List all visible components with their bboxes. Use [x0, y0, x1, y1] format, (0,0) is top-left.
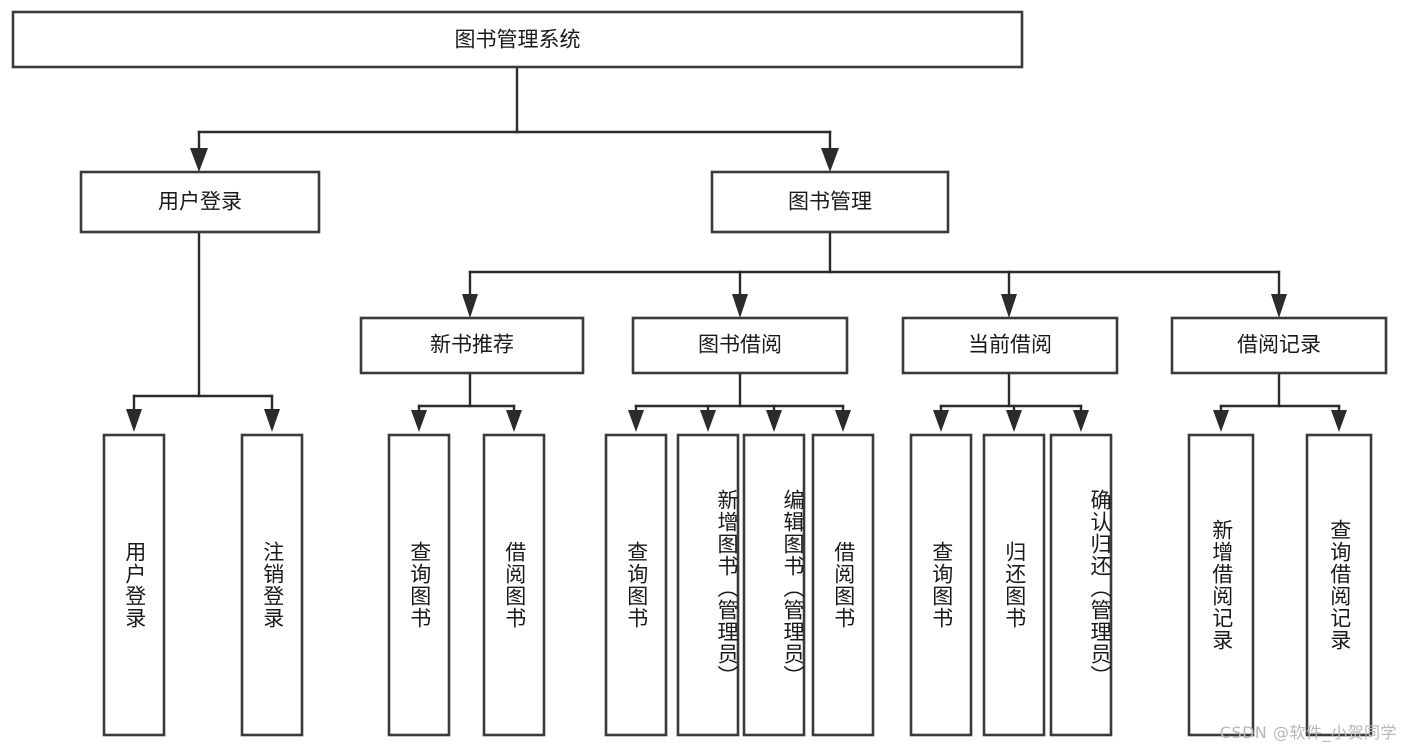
- arrow-to-leaf-user-logout: [264, 409, 280, 432]
- arrow-to-leaf-query-record: [1331, 410, 1347, 432]
- arrow-to-leaf-add-book: [700, 410, 716, 432]
- arrow-to-new-book-recommend: [462, 294, 478, 318]
- arrow-to-leaf-add-record: [1213, 410, 1229, 432]
- node-box-current-borrow[interactable]: [901, 316, 1119, 375]
- node-box-book-borrow[interactable]: [631, 316, 849, 375]
- node-box-leaf-borrow-book-bor[interactable]: [811, 433, 875, 737]
- node-label-new-book-recommend: 新书推荐: [430, 334, 514, 357]
- node-box-leaf-borrow-book-rec[interactable]: [482, 433, 546, 737]
- arrow-to-book-manage: [821, 148, 839, 172]
- node-box-leaf-user-logout[interactable]: [240, 433, 304, 737]
- arrow-to-leaf-edit-book: [766, 410, 782, 432]
- csdn-watermark: CSDN @软件_小贺同学: [1219, 723, 1397, 742]
- arrow-to-leaf-query-book-bor: [628, 410, 644, 432]
- arrow-to-leaf-confirm-return: [1073, 410, 1089, 432]
- node-box-leaf-query-book-cur[interactable]: [909, 433, 973, 737]
- node-box-leaf-return-book[interactable]: [982, 433, 1046, 737]
- node-box-leaf-query-book-bor[interactable]: [604, 433, 668, 737]
- arrow-to-current-borrow: [1001, 294, 1017, 318]
- node-box-leaf-add-record[interactable]: [1187, 433, 1255, 737]
- arrow-to-leaf-query-book-cur: [933, 410, 949, 432]
- connector-edges: [126, 65, 1347, 432]
- arrow-to-leaf-query-book-rec: [411, 410, 427, 432]
- node-box-new-book-recommend[interactable]: [359, 316, 585, 375]
- node-box-leaf-confirm-return[interactable]: [1049, 433, 1113, 737]
- node-label-user-login: 用户登录: [158, 191, 242, 214]
- node-box-book-manage[interactable]: [710, 170, 950, 234]
- node-box-leaf-query-book-rec[interactable]: [387, 433, 451, 737]
- node-box-user-login[interactable]: [79, 170, 321, 234]
- node-box-leaf-add-book[interactable]: [676, 433, 740, 737]
- node-label-root: 图书管理系统: [455, 29, 581, 52]
- node-box-leaf-query-record[interactable]: [1305, 433, 1373, 737]
- node-box-leaf-user-login[interactable]: [102, 433, 166, 737]
- node-box-borrow-record[interactable]: [1170, 316, 1388, 375]
- arrow-to-book-borrow: [732, 294, 748, 318]
- arrow-to-leaf-return-book: [1006, 410, 1022, 432]
- node-label-borrow-record: 借阅记录: [1237, 334, 1321, 357]
- arrow-to-borrow-record: [1271, 294, 1287, 318]
- arrow-to-leaf-user-login: [126, 409, 142, 432]
- arrow-to-leaf-borrow-book-rec: [506, 410, 522, 432]
- node-label-current-borrow: 当前借阅: [968, 334, 1052, 357]
- node-box-root[interactable]: [11, 10, 1024, 69]
- node-boxes: 图书管理系统 用户登录 图书管理 新书推荐 图书借阅 当前借阅 借阅记录: [11, 10, 1388, 737]
- node-label-book-borrow: 图书借阅: [698, 334, 782, 357]
- node-box-leaf-edit-book[interactable]: [742, 433, 806, 737]
- node-label-book-manage: 图书管理: [788, 191, 872, 214]
- arrow-to-user-login: [190, 148, 208, 172]
- arrow-to-leaf-borrow-book-bor: [835, 410, 851, 432]
